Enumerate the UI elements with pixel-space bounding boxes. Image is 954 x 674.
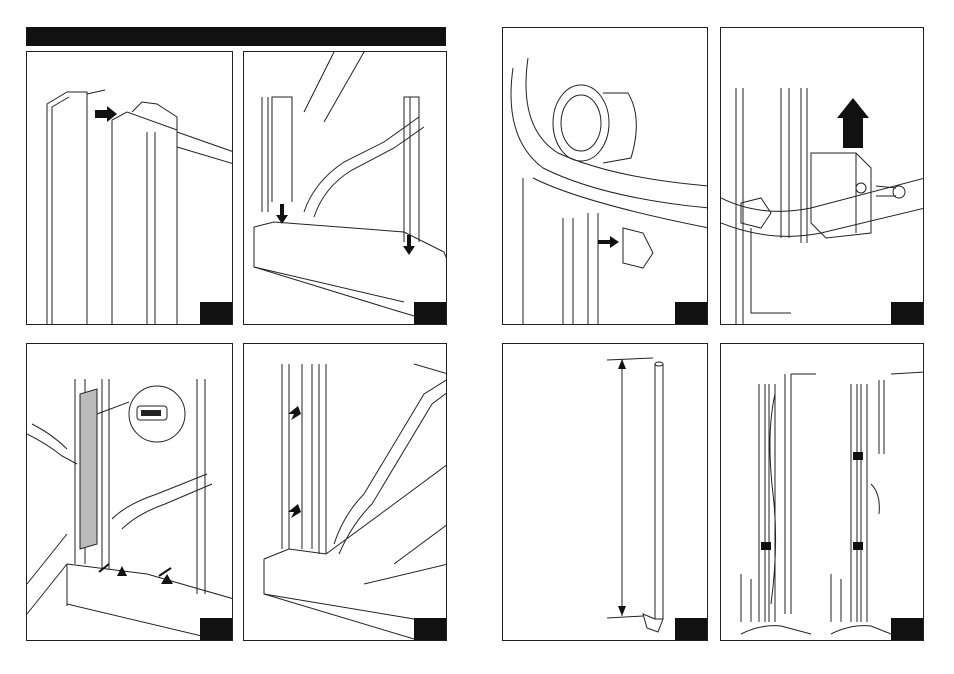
clip-icon [853,542,863,550]
down-arrow-icon [276,204,288,224]
spirit-level-icon [141,410,161,416]
step-number-badge [414,618,446,640]
illustration-fit-seals-both-sides [721,344,924,641]
push-arrow-icon [598,236,619,248]
step-panel-fit-seals-both-sides [720,343,924,641]
step-number-badge [200,618,232,640]
slide-arrow-icon [288,504,301,518]
step-number-badge [675,618,707,640]
step-number-badge [200,302,232,324]
step-panel-cut-rod-to-length [502,343,708,641]
step-panel-profile-slide-on [26,51,233,325]
illustration-mark-and-drill-wall [27,344,233,641]
lift-arrow-icon [837,98,869,148]
section-header-bar [26,27,446,46]
down-arrow-icon [403,235,415,255]
step-panel-bracket-lift [720,27,924,325]
marker-arrow-icon [117,566,173,584]
slide-arrow-icon [288,406,301,420]
step-number-badge [891,618,923,640]
illustration-profiles-onto-tray [244,52,447,325]
step-number-badge [414,302,446,324]
step-panel-wall-profiles-seal [243,343,447,641]
illustration-cut-rod-to-length [503,344,708,641]
illustration-profile-slide-on [27,52,233,325]
step-number-badge [891,302,923,324]
illustration-wall-profiles-seal [244,344,447,641]
drill-mark-icon [99,564,171,576]
step-panel-profiles-onto-tray [243,51,447,325]
step-panel-curved-rail-roller [502,27,708,325]
step-panel-mark-and-drill-wall [26,343,233,641]
step-number-badge [675,302,707,324]
clip-icon [761,542,771,550]
illustration-bracket-lift [721,28,924,325]
illustration-curved-rail-roller [503,28,708,325]
clip-icon [853,452,863,460]
